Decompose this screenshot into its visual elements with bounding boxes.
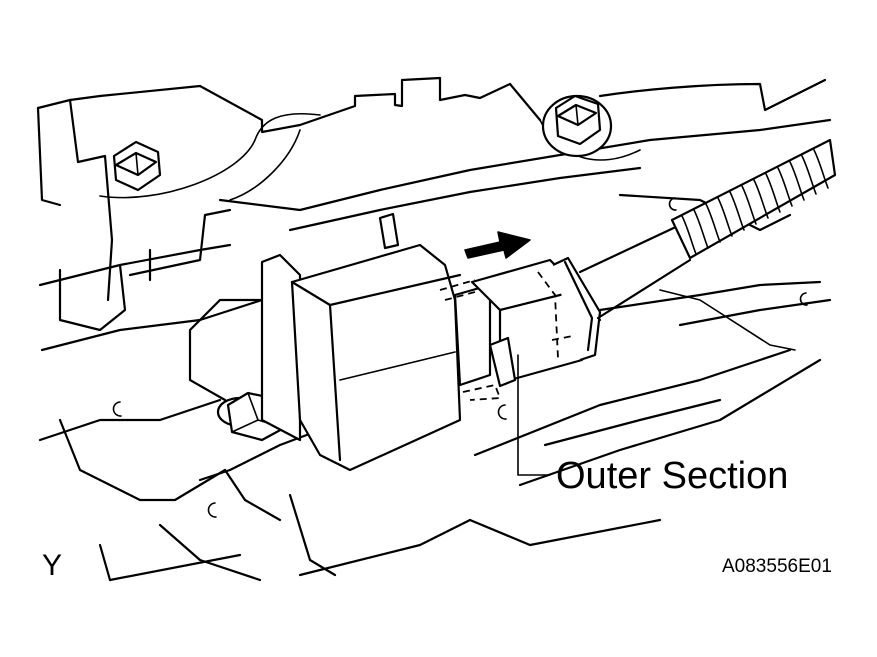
view-marker-label: Y bbox=[42, 549, 62, 582]
wire-harness bbox=[578, 138, 837, 320]
hex-bolt-icon bbox=[541, 94, 613, 158]
hex-bolt-icon bbox=[112, 140, 162, 192]
figure-code-label: A083556E01 bbox=[722, 556, 832, 577]
arrow-right-icon bbox=[464, 231, 531, 259]
outer-section-label: Outer Section bbox=[556, 455, 788, 497]
mounting-hole-marks bbox=[112, 197, 808, 518]
electrical-connector-icon bbox=[260, 212, 602, 472]
callout-leader-line bbox=[517, 354, 551, 476]
